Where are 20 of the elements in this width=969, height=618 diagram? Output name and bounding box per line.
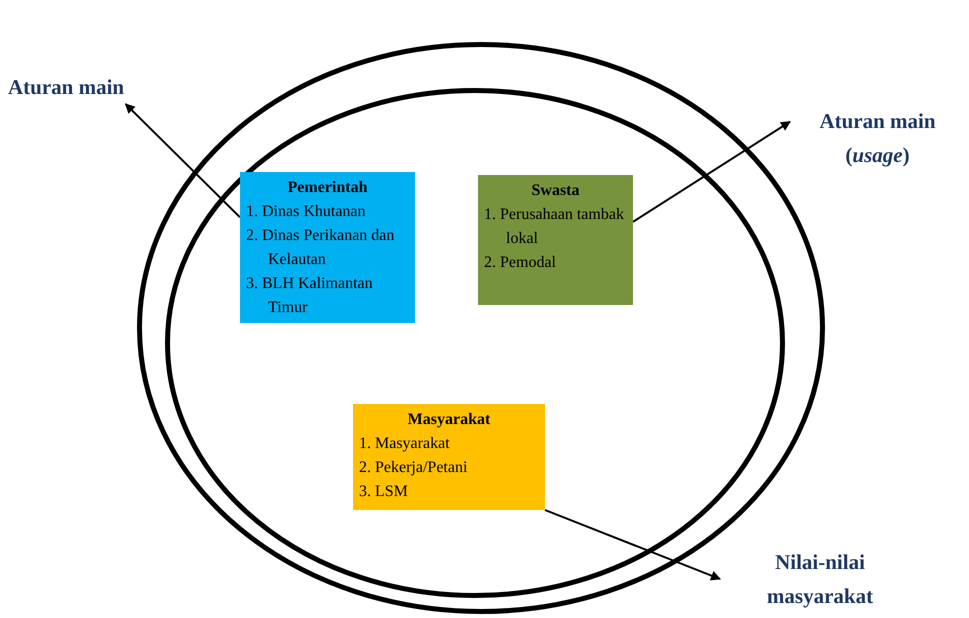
stakeholder-box — [353, 404, 545, 510]
stakeholder-box — [240, 172, 415, 323]
list-item: 2. Pemodal — [484, 253, 557, 273]
list-item: 3. BLH Kalimantan Timur — [246, 274, 374, 318]
box-heading: Pemerintah — [286, 178, 368, 198]
list-item: 1. Perusahaan tambak lokal — [484, 205, 625, 249]
box-heading: Masyarakat — [406, 410, 492, 430]
outcome-label: Aturan main — [8, 74, 126, 101]
arrow — [124, 103, 241, 218]
list-item: 3. LSM — [359, 482, 409, 502]
stakeholder-box — [478, 175, 633, 305]
list-item: 2. Dinas Perikanan dan Kelautan — [246, 226, 396, 270]
list-item: 1. Dinas Khutanan — [246, 202, 367, 222]
arrow — [544, 509, 721, 580]
arrow — [632, 120, 791, 223]
outcome-label: Aturan main (usage) — [818, 108, 937, 169]
list-item: 1. Masyarakat — [359, 434, 451, 454]
box-heading: Swasta — [530, 181, 580, 201]
outcome-label: Nilai-nilai masyarakat — [766, 549, 874, 610]
list-item: 2. Pekerja/Petani — [359, 458, 468, 478]
